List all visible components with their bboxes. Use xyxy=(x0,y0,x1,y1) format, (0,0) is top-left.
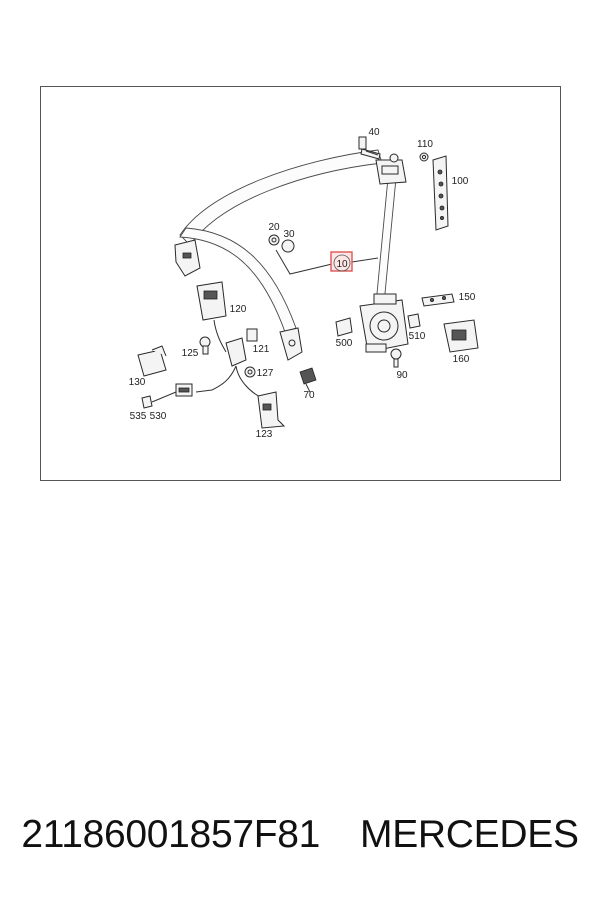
label-500: 500 xyxy=(336,338,353,349)
label-125: 125 xyxy=(182,348,199,359)
height-adjuster-100 xyxy=(432,155,449,231)
label-40: 40 xyxy=(368,127,380,138)
label-10: 10 xyxy=(336,259,348,270)
screw-125-icon xyxy=(199,336,211,355)
nut-20-icon xyxy=(268,234,280,246)
label-160: 160 xyxy=(453,354,470,365)
retractor-assembly xyxy=(359,293,409,353)
belt-webbing-upper xyxy=(179,149,383,246)
bracket-150 xyxy=(421,293,455,307)
label-90: 90 xyxy=(396,370,408,381)
part-number: 21186001857F81 xyxy=(21,813,321,856)
bolt-90-icon xyxy=(390,348,402,368)
label-30: 30 xyxy=(283,229,295,240)
clip-121-icon xyxy=(246,328,258,342)
label-121: 121 xyxy=(253,344,270,355)
belt-guide xyxy=(375,153,407,185)
buckle-120 xyxy=(195,281,263,399)
label-120: 120 xyxy=(230,304,247,315)
label-70: 70 xyxy=(303,390,315,401)
leader-line-10b xyxy=(351,257,379,263)
leader-line-10 xyxy=(275,249,333,275)
connector-530 xyxy=(175,383,193,397)
part-caption: 21186001857F81 MERCEDES xyxy=(0,805,600,865)
cap-30-icon xyxy=(281,239,295,253)
bolt-40-icon xyxy=(358,136,381,160)
highlight-circle-10 xyxy=(333,254,351,272)
label-123: 123 xyxy=(256,429,273,440)
label-110: 110 xyxy=(417,139,433,150)
label-130: 130 xyxy=(129,377,146,388)
spacer-500 xyxy=(335,317,353,337)
label-127: 127 xyxy=(257,368,274,379)
bracket-123 xyxy=(257,391,286,429)
bolt-70-icon xyxy=(299,367,317,393)
label-530: 530 xyxy=(150,411,167,422)
label-510: 510 xyxy=(409,331,426,342)
label-20: 20 xyxy=(268,222,280,233)
brand-name: MERCEDES xyxy=(360,813,579,856)
label-150: 150 xyxy=(459,292,476,303)
mounting-160 xyxy=(443,319,479,353)
belt-anchor-plate xyxy=(174,239,201,277)
nut-110-icon xyxy=(419,152,429,162)
label-535: 535 xyxy=(130,411,147,422)
diagram-frame xyxy=(40,86,561,481)
clip-510 xyxy=(407,313,421,329)
cover-130 xyxy=(137,345,167,377)
label-100: 100 xyxy=(452,176,469,187)
washer-127-icon xyxy=(244,366,256,378)
floor-anchor-plate xyxy=(279,327,303,361)
connector-535 xyxy=(141,391,177,409)
